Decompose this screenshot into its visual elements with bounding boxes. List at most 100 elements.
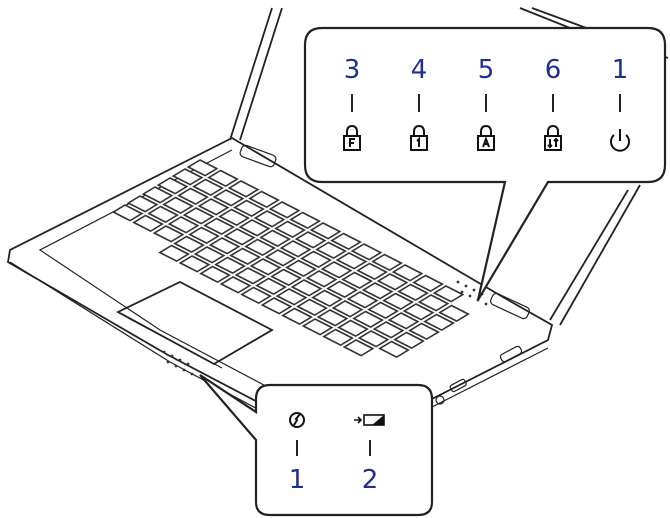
keyboard-key — [249, 258, 282, 276]
keyboard-key — [372, 321, 405, 339]
keyboard-key — [393, 331, 425, 350]
indicator-number: 2 — [362, 465, 379, 495]
keyboard-key — [335, 252, 368, 270]
keyboard-key — [182, 207, 215, 225]
keyboard-key — [438, 304, 470, 323]
indicator-number: 3 — [344, 55, 361, 85]
keyboard-key — [259, 229, 291, 248]
keyboard-key — [309, 222, 342, 240]
keyboard-key — [315, 241, 347, 260]
keyboard-key — [342, 339, 375, 357]
keyboard-key — [208, 237, 241, 255]
keyboard-key — [219, 276, 252, 294]
keyboard-key — [192, 178, 224, 197]
keyboard-key — [158, 244, 190, 263]
keyboard-key — [268, 201, 301, 219]
keyboard-key — [330, 232, 362, 251]
keyboard — [111, 159, 470, 359]
keyboard-key — [188, 226, 220, 245]
indicator-num-lock: 4 — [410, 55, 428, 151]
keyboard-key — [296, 298, 328, 317]
caps-lock-icon — [477, 124, 495, 151]
keyboard-key — [227, 180, 260, 198]
f-lock-icon — [343, 124, 361, 151]
keyboard-key — [350, 243, 383, 261]
keyboard-key — [290, 279, 323, 297]
keyboard-key — [391, 264, 424, 282]
keyboard-key — [141, 186, 174, 204]
battery-charge-icon — [354, 414, 385, 426]
keyboard-key — [111, 204, 144, 222]
power-icon — [610, 129, 630, 152]
keyboard-key — [238, 219, 271, 237]
keyboard-key — [357, 330, 390, 348]
keyboard-key — [378, 340, 410, 359]
keyboard-key — [253, 210, 286, 228]
keyboard-key — [376, 273, 409, 291]
indicator-battery-charge: 2 — [354, 414, 385, 495]
laptop-base — [7, 136, 554, 451]
keyboard-key — [264, 249, 297, 267]
keyboard-key — [408, 322, 440, 341]
keyboard-key — [402, 303, 435, 321]
keyboard-key — [233, 199, 265, 218]
indicator-scroll-lock: 6 — [544, 55, 562, 151]
keyboard-key — [387, 312, 420, 330]
keyboard-key — [331, 300, 364, 318]
indicator-number: 5 — [478, 55, 495, 85]
keyboard-key — [341, 271, 373, 290]
scroll-lock-icon — [544, 124, 562, 151]
keyboard-key — [177, 187, 209, 206]
front-indicator-dots — [162, 350, 194, 376]
top-indicators: 3 4 5 — [343, 55, 630, 152]
keyboard-key — [197, 198, 230, 216]
keyboard-key — [305, 270, 338, 288]
indicator-power: 1 — [610, 55, 630, 152]
keyboard-key — [255, 277, 287, 296]
keyboard-key — [212, 189, 245, 207]
keyboard-key — [229, 247, 261, 266]
indicator-number: 6 — [545, 55, 562, 85]
keyboard-key — [156, 177, 189, 195]
keyboard-key — [178, 255, 211, 273]
keyboard-key — [281, 307, 313, 326]
keyboard-key — [326, 280, 358, 299]
keyboard-key — [311, 289, 343, 308]
keyboard-key — [132, 214, 164, 233]
keyboard-key — [167, 216, 200, 234]
keyboard-key — [260, 297, 293, 315]
keyboard-key — [162, 196, 194, 215]
keyboard-key — [300, 250, 332, 269]
indicator-number: 1 — [612, 55, 629, 85]
touchpad — [116, 280, 274, 369]
indicator-caps-lock: 5 — [477, 55, 495, 151]
keyboard-key — [274, 220, 306, 239]
keyboard-key — [199, 265, 231, 284]
keyboard-key — [417, 294, 450, 312]
keyboard-key — [234, 267, 267, 285]
keyboard-key — [186, 159, 219, 177]
bottom-indicators: 1 2 — [289, 412, 385, 495]
keyboard-key — [397, 283, 429, 302]
keyboard-key — [371, 253, 403, 272]
keyboard-key — [171, 168, 204, 186]
keyboard-key — [244, 238, 276, 257]
keyboard-key — [285, 259, 317, 278]
keyboard-key — [270, 268, 302, 287]
keyboard-key — [382, 292, 414, 311]
keyboard-key — [152, 225, 185, 243]
keyboard-key — [147, 205, 179, 224]
keyboard-key — [412, 274, 444, 293]
keyboard-key — [126, 195, 159, 213]
keyboard-key — [173, 235, 205, 254]
indicator-ac-power: 1 — [289, 412, 306, 495]
keyboard-key — [214, 256, 246, 275]
keyboard-key — [301, 318, 334, 336]
keyboard-key — [248, 190, 280, 209]
keyboard-key — [316, 309, 349, 327]
keyboard-key — [203, 217, 235, 236]
keyboard-key — [294, 231, 327, 249]
keyboard-key — [207, 169, 239, 188]
indicator-number: 1 — [289, 465, 306, 495]
